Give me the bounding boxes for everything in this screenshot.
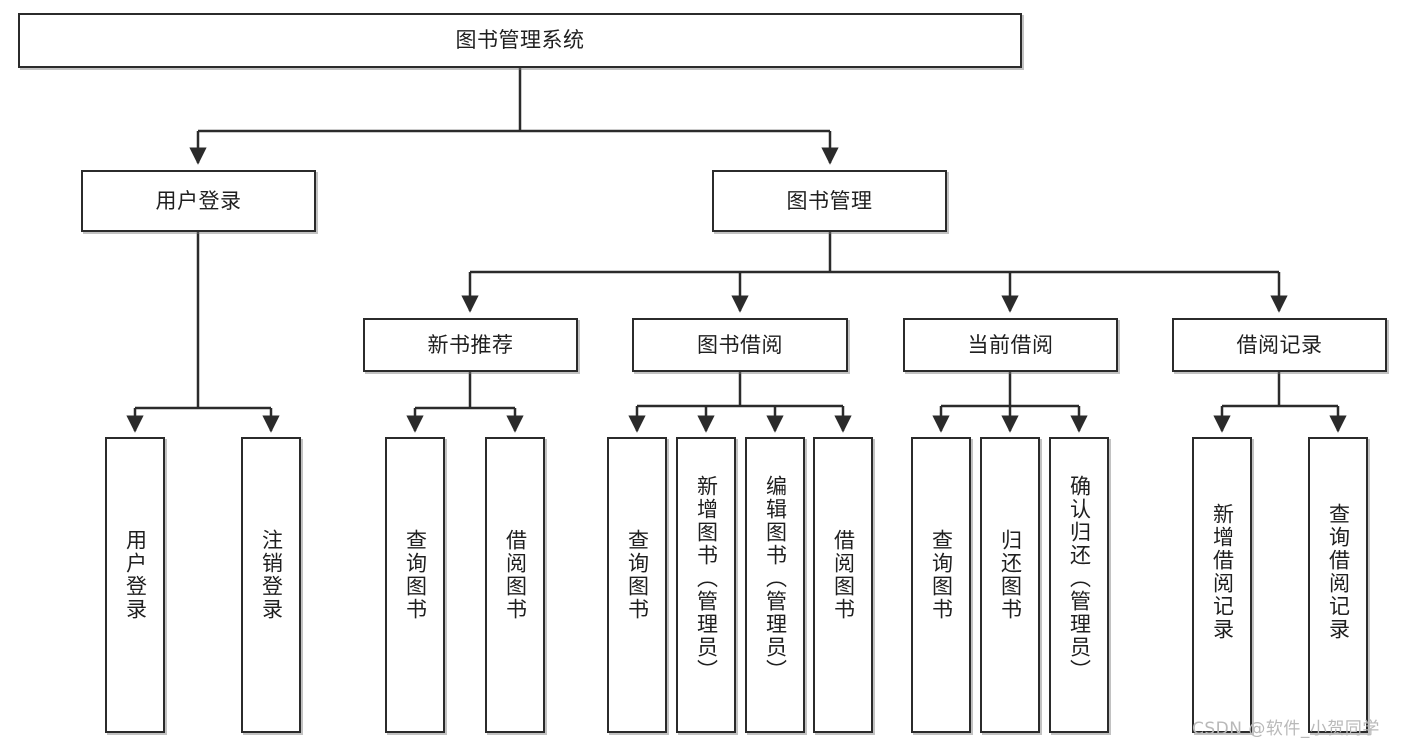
watermark-text: CSDN @软件_小贺同学 bbox=[1192, 719, 1380, 739]
node-label: 用户登录 bbox=[155, 188, 242, 213]
node-book-borrow[interactable]: 图书借阅 bbox=[632, 318, 848, 372]
node-label: 当前借阅 bbox=[967, 332, 1054, 357]
leaf-query-book-borrow[interactable]: 查询图书 bbox=[607, 437, 667, 733]
node-borrow-records[interactable]: 借阅记录 bbox=[1172, 318, 1387, 372]
node-label: 新增借阅记录 bbox=[1210, 503, 1235, 641]
node-current-borrow[interactable]: 当前借阅 bbox=[903, 318, 1118, 372]
node-label: 查询图书 bbox=[929, 529, 954, 621]
node-label: 图书借阅 bbox=[697, 332, 783, 357]
node-label: 编辑图书（管理员） bbox=[763, 475, 788, 682]
node-user-login[interactable]: 用户登录 bbox=[81, 170, 316, 232]
node-label: 图书管理系统 bbox=[455, 28, 585, 53]
leaf-query-borrow-record[interactable]: 查询借阅记录 bbox=[1308, 437, 1368, 733]
node-label: 确认归还（管理员） bbox=[1067, 475, 1092, 682]
node-label: 注销登录 bbox=[259, 529, 284, 621]
node-label: 借阅图书 bbox=[503, 529, 528, 621]
node-label: 新增图书（管理员） bbox=[694, 475, 719, 682]
node-new-book-recommend[interactable]: 新书推荐 bbox=[363, 318, 578, 372]
node-label: 借阅记录 bbox=[1236, 332, 1323, 357]
node-label: 用户登录 bbox=[123, 529, 148, 621]
node-root-system[interactable]: 图书管理系统 bbox=[18, 13, 1022, 68]
leaf-borrow-book-recommend[interactable]: 借阅图书 bbox=[485, 437, 545, 733]
leaf-borrow-book[interactable]: 借阅图书 bbox=[813, 437, 873, 733]
node-label: 借阅图书 bbox=[831, 529, 856, 621]
leaf-return-book[interactable]: 归还图书 bbox=[980, 437, 1040, 733]
leaf-edit-book-admin[interactable]: 编辑图书（管理员） bbox=[745, 437, 805, 733]
node-book-management[interactable]: 图书管理 bbox=[712, 170, 947, 232]
node-label: 新书推荐 bbox=[427, 332, 514, 357]
node-label: 图书管理 bbox=[786, 188, 873, 213]
leaf-logout[interactable]: 注销登录 bbox=[241, 437, 301, 733]
node-label: 归还图书 bbox=[998, 529, 1023, 621]
leaf-query-book-recommend[interactable]: 查询图书 bbox=[385, 437, 445, 733]
leaf-user-login[interactable]: 用户登录 bbox=[105, 437, 165, 733]
leaf-add-book-admin[interactable]: 新增图书（管理员） bbox=[676, 437, 736, 733]
node-label: 查询图书 bbox=[403, 529, 428, 621]
node-label: 查询图书 bbox=[625, 529, 650, 621]
leaf-add-borrow-record[interactable]: 新增借阅记录 bbox=[1192, 437, 1252, 733]
node-label: 查询借阅记录 bbox=[1326, 503, 1351, 641]
leaf-confirm-return-admin[interactable]: 确认归还（管理员） bbox=[1049, 437, 1109, 733]
leaf-query-book-current[interactable]: 查询图书 bbox=[911, 437, 971, 733]
